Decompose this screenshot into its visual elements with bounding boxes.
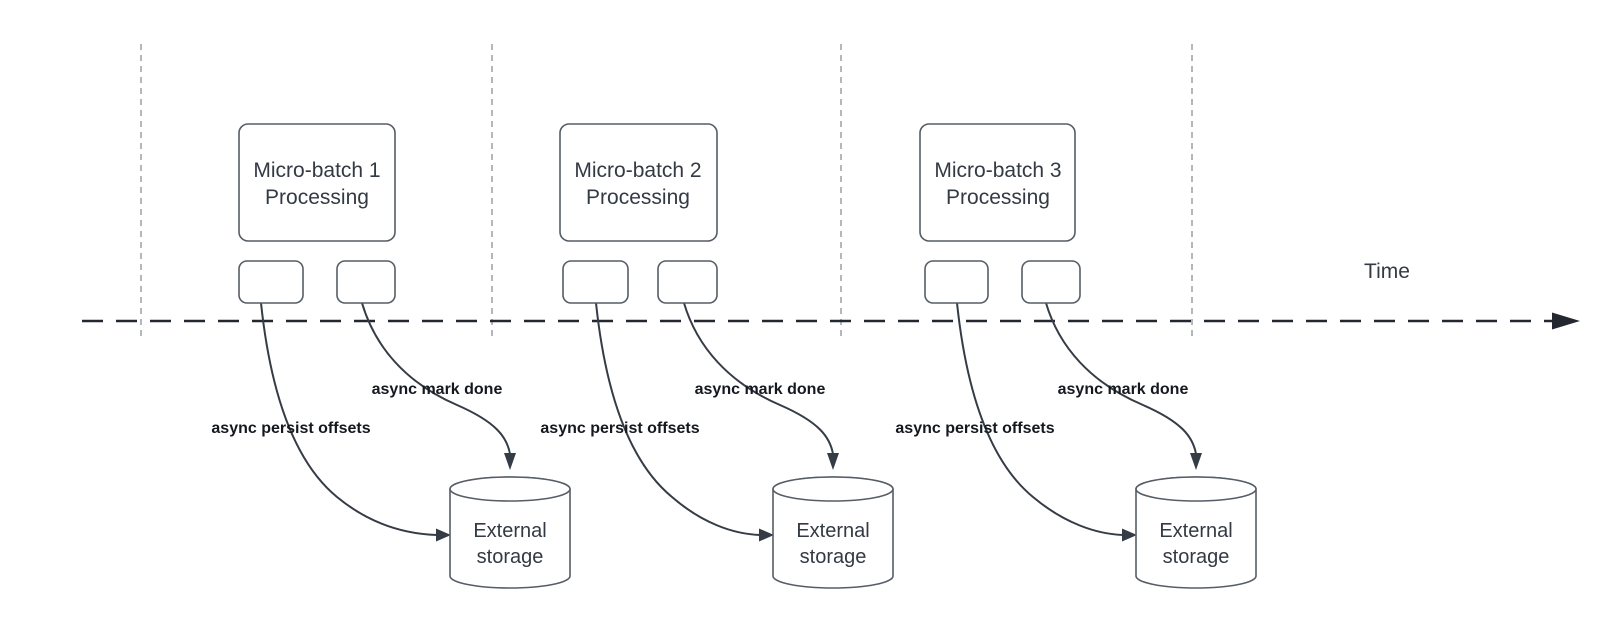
storage-label-line1: External <box>473 520 546 542</box>
mark-done-label: async mark done <box>695 381 826 398</box>
processing-box <box>919 123 1076 242</box>
mark-done-box <box>336 260 396 304</box>
persist-offsets-label: async persist offsets <box>211 420 370 437</box>
cylinder-top <box>449 476 571 502</box>
mark-done-arrow <box>683 302 834 455</box>
mark-done-arrowhead-icon <box>504 453 516 470</box>
offset-commit-box <box>238 260 304 304</box>
processing-box-title-line2: Processing <box>586 186 690 209</box>
time-axis-arrowhead-icon <box>1552 312 1580 330</box>
external-storage-cylinder: External storage <box>1135 476 1257 589</box>
persist-offsets-arrow <box>595 302 761 536</box>
external-storage-cylinder: External storage <box>772 476 894 589</box>
storage-label-line2: storage <box>477 546 544 568</box>
mark-done-box <box>1021 260 1081 304</box>
external-storage-cylinder: External storage <box>449 476 571 589</box>
batch-1-group: Micro-batch 1 Processing async persist o… <box>211 123 571 589</box>
cylinder-top <box>1135 476 1257 502</box>
time-axis-label: Time <box>1364 260 1410 283</box>
processing-box <box>559 123 718 242</box>
offset-commit-box <box>924 260 989 304</box>
storage-label-line2: storage <box>800 546 867 568</box>
mark-done-label: async mark done <box>372 381 503 398</box>
persist-offsets-arrow <box>260 302 438 536</box>
offset-commit-box <box>562 260 629 304</box>
batch-3-group: Micro-batch 3 Processing async persist o… <box>895 123 1257 589</box>
persist-offsets-arrow <box>956 302 1124 536</box>
processing-box-title-line2: Processing <box>946 186 1050 209</box>
processing-box-title-line1: Micro-batch 2 <box>574 159 701 182</box>
persist-offsets-arrowhead-icon <box>759 528 774 542</box>
mark-done-arrow <box>1045 302 1197 455</box>
mark-done-arrow <box>361 302 511 455</box>
storage-label-line1: External <box>1159 520 1232 542</box>
mark-done-arrowhead-icon <box>1190 453 1202 470</box>
mark-done-box <box>657 260 718 304</box>
persist-offsets-arrowhead-icon <box>436 528 451 542</box>
processing-box <box>238 123 396 242</box>
mark-done-arrowhead-icon <box>827 453 839 470</box>
mark-done-label: async mark done <box>1058 381 1189 398</box>
processing-box-title-line1: Micro-batch 1 <box>253 159 380 182</box>
batch-2-group: Micro-batch 2 Processing async persist o… <box>540 123 894 589</box>
storage-label-line1: External <box>796 520 869 542</box>
storage-label-line2: storage <box>1163 546 1230 568</box>
processing-box-title-line1: Micro-batch 3 <box>934 159 1061 182</box>
persist-offsets-label: async persist offsets <box>895 420 1054 437</box>
cylinder-top <box>772 476 894 502</box>
persist-offsets-arrowhead-icon <box>1122 528 1137 542</box>
processing-box-title-line2: Processing <box>265 186 369 209</box>
persist-offsets-label: async persist offsets <box>540 420 699 437</box>
